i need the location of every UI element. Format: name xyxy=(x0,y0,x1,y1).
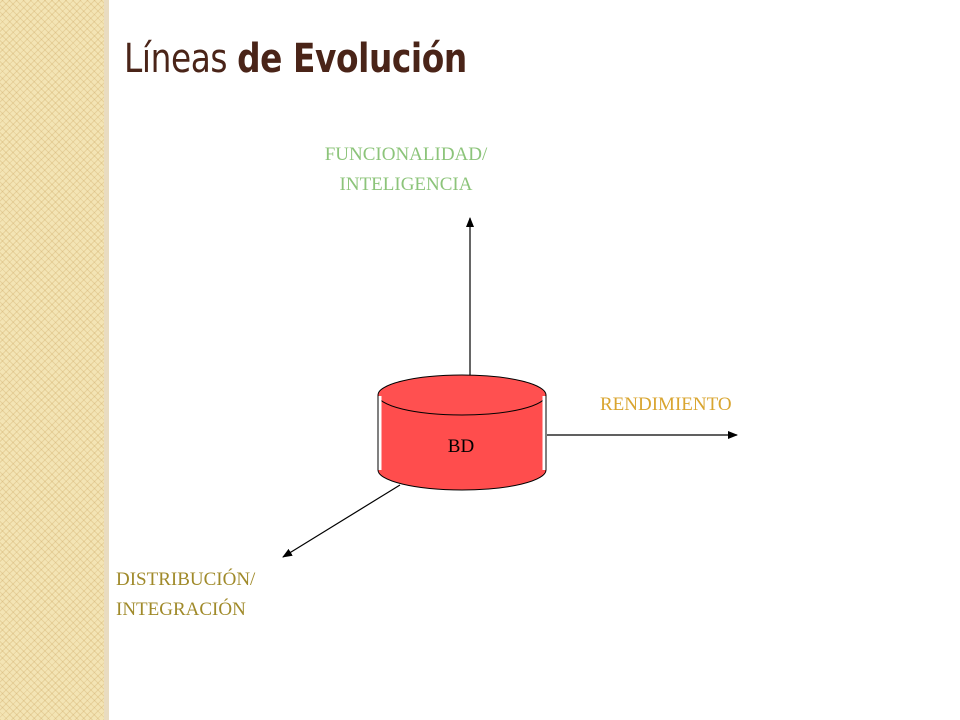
axis-label-down-line1: DISTRIBUCIÓN/ xyxy=(116,569,256,590)
cylinder-top xyxy=(377,374,547,416)
decorative-side-band xyxy=(0,0,104,720)
axis-label-distribucion: DISTRIBUCIÓN/ INTEGRACIÓN xyxy=(116,565,255,625)
axis-label-rendimiento: RENDIMIENTO xyxy=(600,390,732,420)
axis-label-funcionalidad: FUNCIONALIDAD/ INTELIGENCIA xyxy=(306,140,506,200)
axis-label-right-line1: RENDIMIENTO xyxy=(600,394,732,415)
slide-title: Líneas de Evolución xyxy=(124,36,467,82)
cylinder-label: BD xyxy=(448,436,474,457)
title-part-1: Líneas xyxy=(124,36,228,82)
decorative-side-edge xyxy=(104,0,109,720)
axis-label-up-line1: FUNCIONALIDAD/ xyxy=(324,144,488,165)
title-part-2: de Evolución xyxy=(237,36,467,82)
database-cylinder: BD xyxy=(377,374,547,491)
arrow-down-left xyxy=(282,484,401,558)
axis-label-down-line2: INTEGRACIÓN xyxy=(116,599,246,620)
axis-label-up-line2: INTELIGENCIA xyxy=(339,174,473,195)
cylinder-body xyxy=(377,394,547,491)
